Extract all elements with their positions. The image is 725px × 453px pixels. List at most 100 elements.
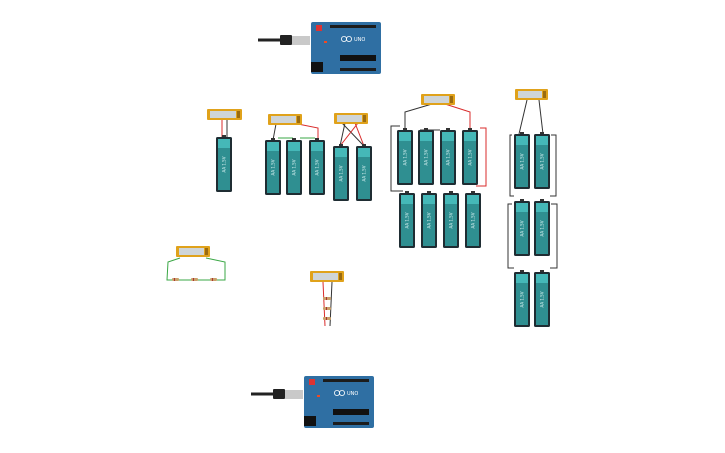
battery-label: AA 1.5V [446, 149, 451, 165]
battery-label: AA 1.5V [540, 291, 545, 307]
resistor[interactable] [323, 297, 331, 300]
battery-label: AA 1.5V [362, 165, 367, 181]
reset-button[interactable] [309, 379, 315, 385]
resistor[interactable] [191, 278, 198, 281]
multimeter[interactable] [515, 89, 548, 100]
battery-label: AA 1.5V [520, 153, 525, 169]
reset-button[interactable] [316, 25, 322, 31]
battery-cell [536, 274, 548, 325]
aa-battery[interactable]: AA 1.5V [418, 128, 434, 185]
battery-cell [536, 203, 548, 254]
aa-battery[interactable]: AA 1.5V [216, 135, 232, 192]
aa-battery[interactable]: AA 1.5V [286, 138, 302, 195]
battery-terminal [362, 144, 366, 147]
wire-black [550, 203, 558, 269]
wire-black [339, 122, 346, 147]
battery-cell [442, 132, 454, 183]
power-jack [311, 62, 323, 72]
multimeter[interactable] [268, 114, 302, 125]
aa-battery[interactable]: AA 1.5V [465, 191, 481, 248]
battery-terminal [222, 135, 226, 138]
battery-terminal [403, 128, 407, 131]
wire-black [390, 125, 403, 192]
aa-battery[interactable]: AA 1.5V [397, 128, 413, 185]
battery-label: AA 1.5V [292, 159, 297, 175]
multimeter-probe-port [450, 96, 453, 103]
battery-cell [401, 195, 413, 246]
battery-label: AA 1.5V [403, 149, 408, 165]
battery-terminal [405, 191, 409, 194]
multimeter-probe-port [205, 248, 208, 255]
battery-cap [267, 142, 279, 151]
battery-cell [536, 136, 548, 187]
resistor-band [326, 307, 327, 310]
aa-battery[interactable]: AA 1.5V [421, 191, 437, 248]
aa-battery[interactable]: AA 1.5V [462, 128, 478, 185]
multimeter[interactable] [207, 109, 242, 120]
battery-terminal [540, 132, 544, 135]
aa-battery[interactable]: AA 1.5V [399, 191, 415, 248]
status-led [317, 395, 320, 397]
battery-label: AA 1.5V [427, 212, 432, 228]
battery-terminal [520, 132, 524, 135]
battery-cap [423, 195, 435, 204]
battery-label: AA 1.5V [520, 291, 525, 307]
battery-label: AA 1.5V [405, 212, 410, 228]
aa-battery[interactable]: AA 1.5V [333, 144, 349, 201]
battery-cell [516, 274, 528, 325]
usb-connector [292, 36, 310, 45]
wire-black [550, 134, 557, 197]
aa-battery[interactable]: AA 1.5V [309, 138, 325, 195]
multimeter[interactable] [176, 246, 210, 257]
battery-label: AA 1.5V [468, 149, 473, 165]
wire-black [404, 103, 433, 130]
battery-terminal [468, 128, 472, 131]
battery-label: AA 1.5V [339, 165, 344, 181]
multimeter[interactable] [421, 94, 455, 105]
battery-label: AA 1.5V [424, 149, 429, 165]
header-pins-top [323, 379, 369, 382]
multimeter-probe-port [363, 115, 366, 122]
battery-cap [516, 203, 528, 212]
aa-battery[interactable]: AA 1.5V [440, 128, 456, 185]
multimeter-display [271, 116, 296, 123]
battery-cell [445, 195, 457, 246]
resistor-band [174, 278, 175, 281]
resistor[interactable] [323, 307, 331, 310]
wire-black [341, 122, 365, 147]
aa-battery[interactable]: AA 1.5V [534, 132, 550, 189]
resistor[interactable] [172, 278, 179, 281]
aa-battery[interactable]: AA 1.5V [443, 191, 459, 248]
resistor[interactable] [210, 278, 217, 281]
resistor-band [193, 278, 194, 281]
aa-battery[interactable]: AA 1.5V [265, 138, 281, 195]
aa-battery[interactable]: AA 1.5V [534, 199, 550, 256]
wires-layer [166, 99, 558, 327]
usb-connector [285, 390, 303, 399]
battery-cap [218, 139, 230, 148]
wire-red [297, 123, 319, 140]
battery-cap [401, 195, 413, 204]
multimeter-display [337, 115, 362, 122]
multimeter[interactable] [334, 113, 368, 124]
aa-battery[interactable]: AA 1.5V [514, 270, 530, 327]
usb-plug-body [273, 389, 285, 399]
header-pins-bottom [333, 422, 369, 425]
resistor[interactable] [323, 317, 331, 320]
arduino-board-bottom[interactable]: UNO [251, 376, 374, 428]
battery-terminal [520, 270, 524, 273]
wire-red [339, 122, 359, 147]
aa-battery[interactable]: AA 1.5V [356, 144, 372, 201]
resistor-body [172, 278, 179, 281]
aa-battery[interactable]: AA 1.5V [534, 270, 550, 327]
battery-cell [516, 136, 528, 187]
battery-terminal [424, 128, 428, 131]
arduino-board-top[interactable]: UNO [258, 22, 381, 74]
aa-battery[interactable]: AA 1.5V [514, 132, 530, 189]
power-jack [304, 416, 316, 426]
multimeter[interactable] [310, 271, 344, 282]
aa-battery[interactable]: AA 1.5V [514, 199, 530, 256]
battery-label: AA 1.5V [271, 159, 276, 175]
